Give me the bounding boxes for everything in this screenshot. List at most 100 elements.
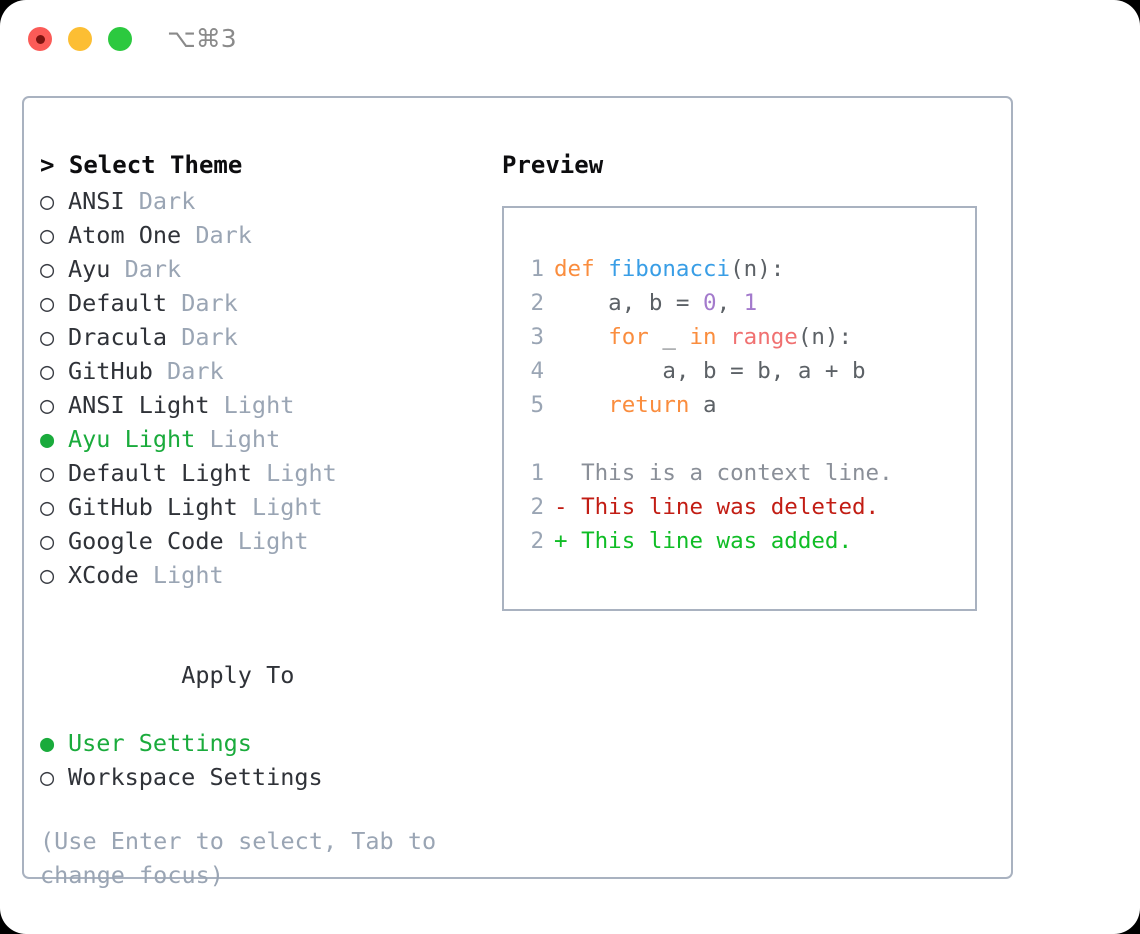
theme-list[interactable]: ○ANSI Dark○Atom One Dark○Ayu Dark○Defaul… [40, 184, 480, 592]
code-token: a, b = b, a + b [554, 358, 866, 384]
theme-option-ansi-light[interactable]: ○ANSI Light Light [40, 388, 480, 422]
code-token: fibonacci [608, 256, 731, 282]
radio-unselected-icon: ○ [40, 289, 55, 317]
radio-unselected-icon: ○ [40, 493, 55, 521]
preview-title: Preview [502, 151, 604, 179]
line-number: 4 [530, 358, 544, 384]
theme-option-ayu[interactable]: ○Ayu Dark [40, 252, 480, 286]
theme-option-ayu-light[interactable]: ● Ayu Light Light [40, 422, 480, 456]
theme-option-label: ANSI Light [68, 391, 224, 419]
radio-selected-icon: ● [40, 425, 55, 453]
close-button[interactable] [28, 27, 52, 51]
line-number: 5 [530, 392, 544, 418]
code-token: (n): [797, 324, 853, 350]
theme-option-google-code[interactable]: ○ Google Code Light [40, 524, 480, 558]
theme-option-github-light[interactable]: ○GitHub Light Light [40, 490, 480, 524]
code-token: range [730, 324, 798, 350]
code-line: 1 def fibonacci(n): [518, 252, 967, 286]
theme-option-label: Default Light [68, 459, 267, 487]
theme-option-label: Google Code [68, 527, 238, 555]
content-panel: > Select Theme ○ANSI Dark○Atom One Dark○… [22, 96, 1013, 889]
apply-to-list[interactable]: ● User Settings ○Workspace Settings [40, 726, 480, 794]
radio-unselected-icon: ○ [40, 255, 55, 283]
theme-variant-tag: Dark [124, 255, 182, 283]
theme-option-label: Ayu Light [68, 425, 210, 453]
line-number: 2 [530, 494, 544, 520]
code-token: def [554, 256, 609, 282]
theme-variant-tag: Light [266, 459, 337, 487]
theme-option-label: GitHub [68, 357, 168, 385]
radio-unselected-icon: ○ [40, 187, 55, 215]
diff-line-deleted: 2 - This line was deleted. [518, 490, 967, 524]
code-token [554, 392, 608, 418]
theme-option-atom-one[interactable]: ○Atom One Dark [40, 218, 480, 252]
code-token: _ [662, 324, 690, 350]
theme-option-ansi[interactable]: ○ ANSI Dark [40, 184, 480, 218]
keyboard-hint: (Use Enter to select, Tab to change focu… [40, 827, 451, 889]
code-token [554, 324, 608, 350]
theme-option-label: ANSI [68, 187, 139, 215]
theme-selector-column: > Select Theme ○ANSI Dark○Atom One Dark○… [40, 146, 480, 892]
code-token: (n): [730, 256, 785, 282]
apply-to-heading-label: Apply To [181, 661, 295, 689]
diff-line-context: 1 This is a context line. [518, 456, 967, 490]
line-number: 1 [530, 460, 544, 486]
theme-variant-tag: Light [237, 527, 309, 555]
line-number: 3 [530, 324, 544, 350]
theme-variant-tag: Dark [138, 187, 196, 215]
code-line: 4 a, b = b, a + b [518, 354, 967, 388]
line-number: 1 [530, 256, 544, 282]
radio-unselected-icon: ○ [40, 323, 55, 351]
zoom-button[interactable] [108, 27, 132, 51]
code-line: 2 a, b = 0, 1 [518, 286, 967, 320]
theme-variant-tag: Light [223, 391, 295, 419]
spacer [40, 592, 480, 624]
select-theme-prompt: > Select Theme [40, 151, 243, 179]
code-line: 3 for _ in range(n): [518, 320, 967, 354]
code-token: a [703, 392, 717, 418]
theme-option-xcode[interactable]: ○XCode Light [40, 558, 480, 592]
diff-line-text: - This line was deleted. [554, 494, 880, 520]
diff-line-text: This is a context line. [554, 460, 893, 486]
line-number: 2 [530, 528, 544, 554]
apply-to-option-workspace-settings[interactable]: ○Workspace Settings [40, 760, 480, 794]
minimize-button[interactable] [68, 27, 92, 51]
theme-option-default[interactable]: ○ Default Dark [40, 286, 480, 320]
apply-to-option-user-settings[interactable]: ● User Settings [40, 726, 480, 760]
radio-selected-icon: ● [40, 729, 55, 757]
theme-variant-tag: Dark [181, 289, 238, 317]
theme-option-dracula[interactable]: ○Dracula Dark [40, 320, 480, 354]
apply-to-heading: Apply To [40, 624, 480, 726]
apply-to-indent [153, 658, 181, 692]
apply-to-option-label: User Settings [68, 729, 252, 757]
theme-variant-tag: Dark [167, 357, 224, 385]
code-token: , [716, 290, 744, 316]
keyboard-shortcut-label: ⌥⌘3 [167, 24, 237, 53]
code-token: for [608, 324, 663, 350]
theme-option-label: Default [68, 289, 182, 317]
diff-line-added: 2 + This line was added. [518, 524, 967, 558]
theme-variant-tag: Light [251, 493, 323, 521]
code-token: return [608, 392, 704, 418]
code-token: a, b = [554, 290, 704, 316]
code-line: 5 return a [518, 388, 967, 422]
code-token: 1 [743, 290, 758, 316]
theme-option-github[interactable]: ○ GitHub Dark [40, 354, 480, 388]
radio-unselected-icon: ○ [40, 221, 55, 249]
diff-line-text: + This line was added. [554, 528, 853, 554]
diff-block: 1 This is a context line. 2 - This line wa… [518, 456, 967, 558]
code-spacer [518, 422, 967, 456]
traffic-lights [28, 27, 132, 51]
code-token: 0 [703, 290, 717, 316]
theme-variant-tag: Light [209, 425, 281, 453]
radio-unselected-icon: ○ [40, 763, 55, 791]
radio-unselected-icon: ○ [40, 527, 55, 555]
theme-option-default-light[interactable]: ○Default Light Light [40, 456, 480, 490]
code-token: in [689, 324, 731, 350]
radio-unselected-icon: ○ [40, 357, 55, 385]
